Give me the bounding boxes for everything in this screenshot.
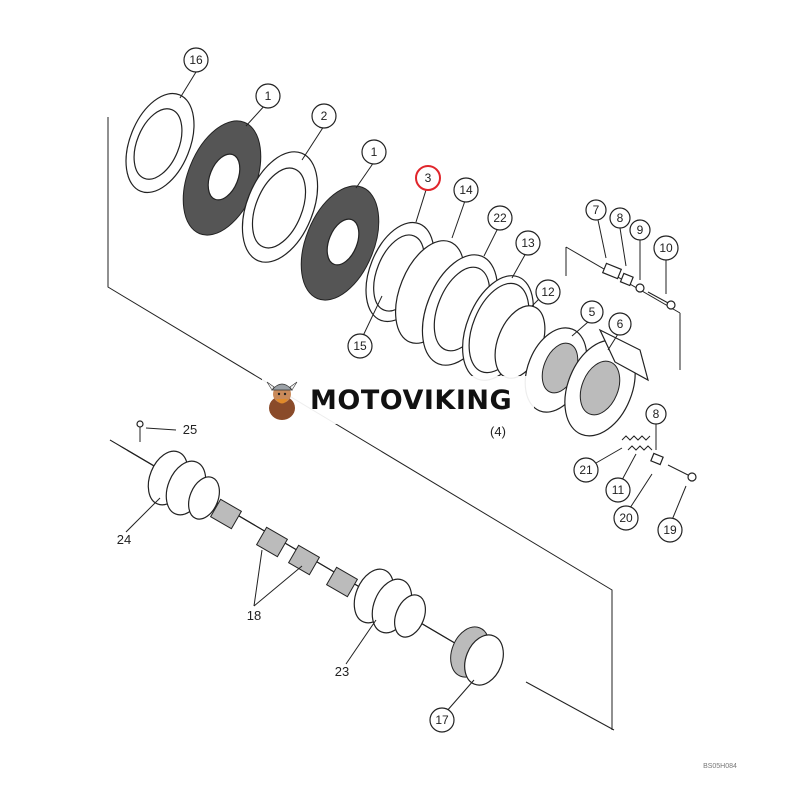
part-24-worm-gear (147, 450, 220, 520)
viking-mascot-icon (266, 381, 298, 420)
callout-text: 20 (619, 511, 633, 525)
part-6-brake-cover (564, 328, 649, 437)
label-24: 24 (117, 532, 131, 547)
watermark-text: MOTOVIKING (310, 384, 513, 416)
callout-text: 1 (371, 145, 378, 159)
part-16-separator-plate (125, 92, 195, 194)
callout-text: 2 (321, 109, 328, 123)
callout-text: 3 (425, 171, 432, 185)
callout-15: 15 (347, 333, 373, 359)
callout-16: 16 (183, 47, 209, 73)
part-18-splined-sections (209, 498, 359, 598)
callout-12: 12 (535, 279, 561, 305)
callout-1-second: 1 (361, 139, 387, 165)
callout-text: 17 (435, 713, 449, 727)
hardware-set-7-10 (601, 262, 676, 310)
watermark-banner: MOTOVIKING (262, 376, 534, 424)
part-17-bearing (450, 626, 504, 686)
callout-text: 15 (353, 339, 367, 353)
leader-lines (125, 71, 687, 731)
callout-1: 1 (255, 83, 281, 109)
callout-text: 7 (593, 203, 600, 217)
part-1-friction-disc (182, 120, 262, 236)
callout-20: 20 (613, 505, 639, 531)
callout-text: 12 (541, 285, 555, 299)
callout-5: 5 (580, 300, 604, 324)
callout-9: 9 (629, 219, 651, 241)
callout-text: 8 (653, 407, 660, 421)
label-18: 18 (247, 608, 261, 623)
callout-text: 19 (663, 523, 677, 537)
callout-8: 8 (609, 207, 631, 229)
callout-text: 16 (189, 53, 203, 67)
callout-11: 11 (605, 477, 631, 503)
hardware-set-19-21 (621, 435, 697, 482)
callout-text: 9 (637, 223, 644, 237)
callout-text: 8 (617, 211, 624, 225)
part-1-friction-disc-second (300, 185, 380, 301)
callout-2: 2 (311, 103, 337, 129)
callout-3-highlighted: 3 (415, 165, 441, 191)
part-2-steel-plate (241, 151, 319, 263)
callout-text: 6 (617, 317, 624, 331)
callout-text: 22 (493, 211, 507, 225)
label-23: 23 (335, 664, 349, 679)
callout-8-second: 8 (645, 403, 667, 425)
callout-text: 14 (459, 183, 473, 197)
part-25-screw (136, 420, 144, 442)
callout-10: 10 (653, 235, 679, 261)
callout-21: 21 (573, 457, 599, 483)
callout-text: 21 (579, 463, 593, 477)
part-23-worm-gear (353, 568, 426, 638)
callout-13: 13 (515, 230, 541, 256)
callout-14: 14 (453, 177, 479, 203)
callout-6: 6 (608, 312, 632, 336)
drawing-code: BS05H084 (703, 763, 737, 770)
plain-labels: (4) 25 24 18 23 (117, 422, 506, 679)
callout-text: 10 (659, 241, 673, 255)
callout-17: 17 (429, 707, 455, 733)
callout-text: 1 (265, 89, 272, 103)
label-assembly-4: (4) (490, 424, 506, 439)
callout-7: 7 (585, 199, 607, 221)
callout-text: 11 (612, 483, 625, 497)
callout-22: 22 (487, 205, 513, 231)
callout-text: 5 (589, 305, 596, 319)
callout-19: 19 (657, 517, 683, 543)
label-25: 25 (183, 422, 197, 437)
callouts: 16 1 2 1 3 14 22 13 12 7 8 9 10 5 6 15 8… (183, 47, 683, 733)
callout-text: 13 (521, 236, 535, 250)
